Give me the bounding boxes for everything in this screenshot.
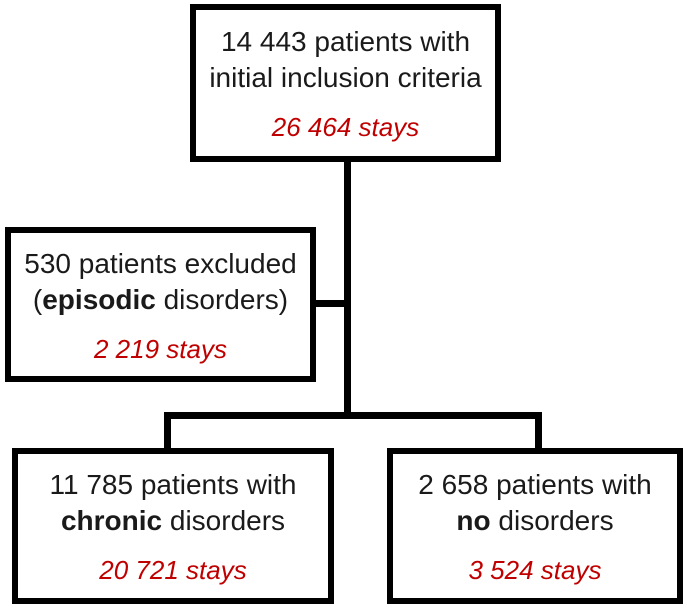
no-disorders-line2-suffix: disorders [490,505,614,536]
chronic-line2-suffix: disorders [162,505,286,536]
no-disorders-line2-bold: no [456,505,491,536]
box-no-disorders: 2 658 patients with no disorders 3 524 s… [387,448,683,604]
connector-left-stub [164,412,171,452]
excluded-line1: 530 patients excluded [24,247,297,279]
chronic-line1: 11 785 patients with [49,469,297,500]
no-disorders-line1: 2 658 patients with [418,469,652,500]
initial-stays-count: 26 464 stays [271,112,420,142]
connector-right-stub [535,412,542,452]
initial-line2: initial inclusion criteria [209,62,482,93]
excluded-line2-prefix: ( [32,283,43,315]
no-disorders-stays-count: 3 524 stays [468,555,602,585]
chronic-text: 11 785 patients with chronic disorders [50,467,297,539]
excluded-text: 530 patients excluded (episodic disorder… [24,246,296,318]
excluded-line2-suffix: disorders) [155,283,289,315]
connector-excluded-horizontal [310,300,346,307]
initial-inclusion-text: 14 443 patients with initial inclusion c… [209,24,481,96]
excluded-stays-count: 2 219 stays [94,333,227,364]
box-initial-inclusion: 14 443 patients with initial inclusion c… [190,4,501,162]
box-chronic-disorders: 11 785 patients with chronic disorders 2… [12,448,334,604]
initial-line1: 14 443 patients with [220,26,471,57]
excluded-line2-bold: episodic [42,283,156,315]
connector-split-horizontal [164,412,542,419]
chronic-line2-bold: chronic [60,505,163,536]
box-excluded-episodic: 530 patients excluded (episodic disorder… [5,227,316,382]
no-disorders-text: 2 658 patients with no disorders [418,467,652,539]
connector-vertical-main [344,158,351,418]
chronic-stays-count: 20 721 stays [99,555,247,585]
